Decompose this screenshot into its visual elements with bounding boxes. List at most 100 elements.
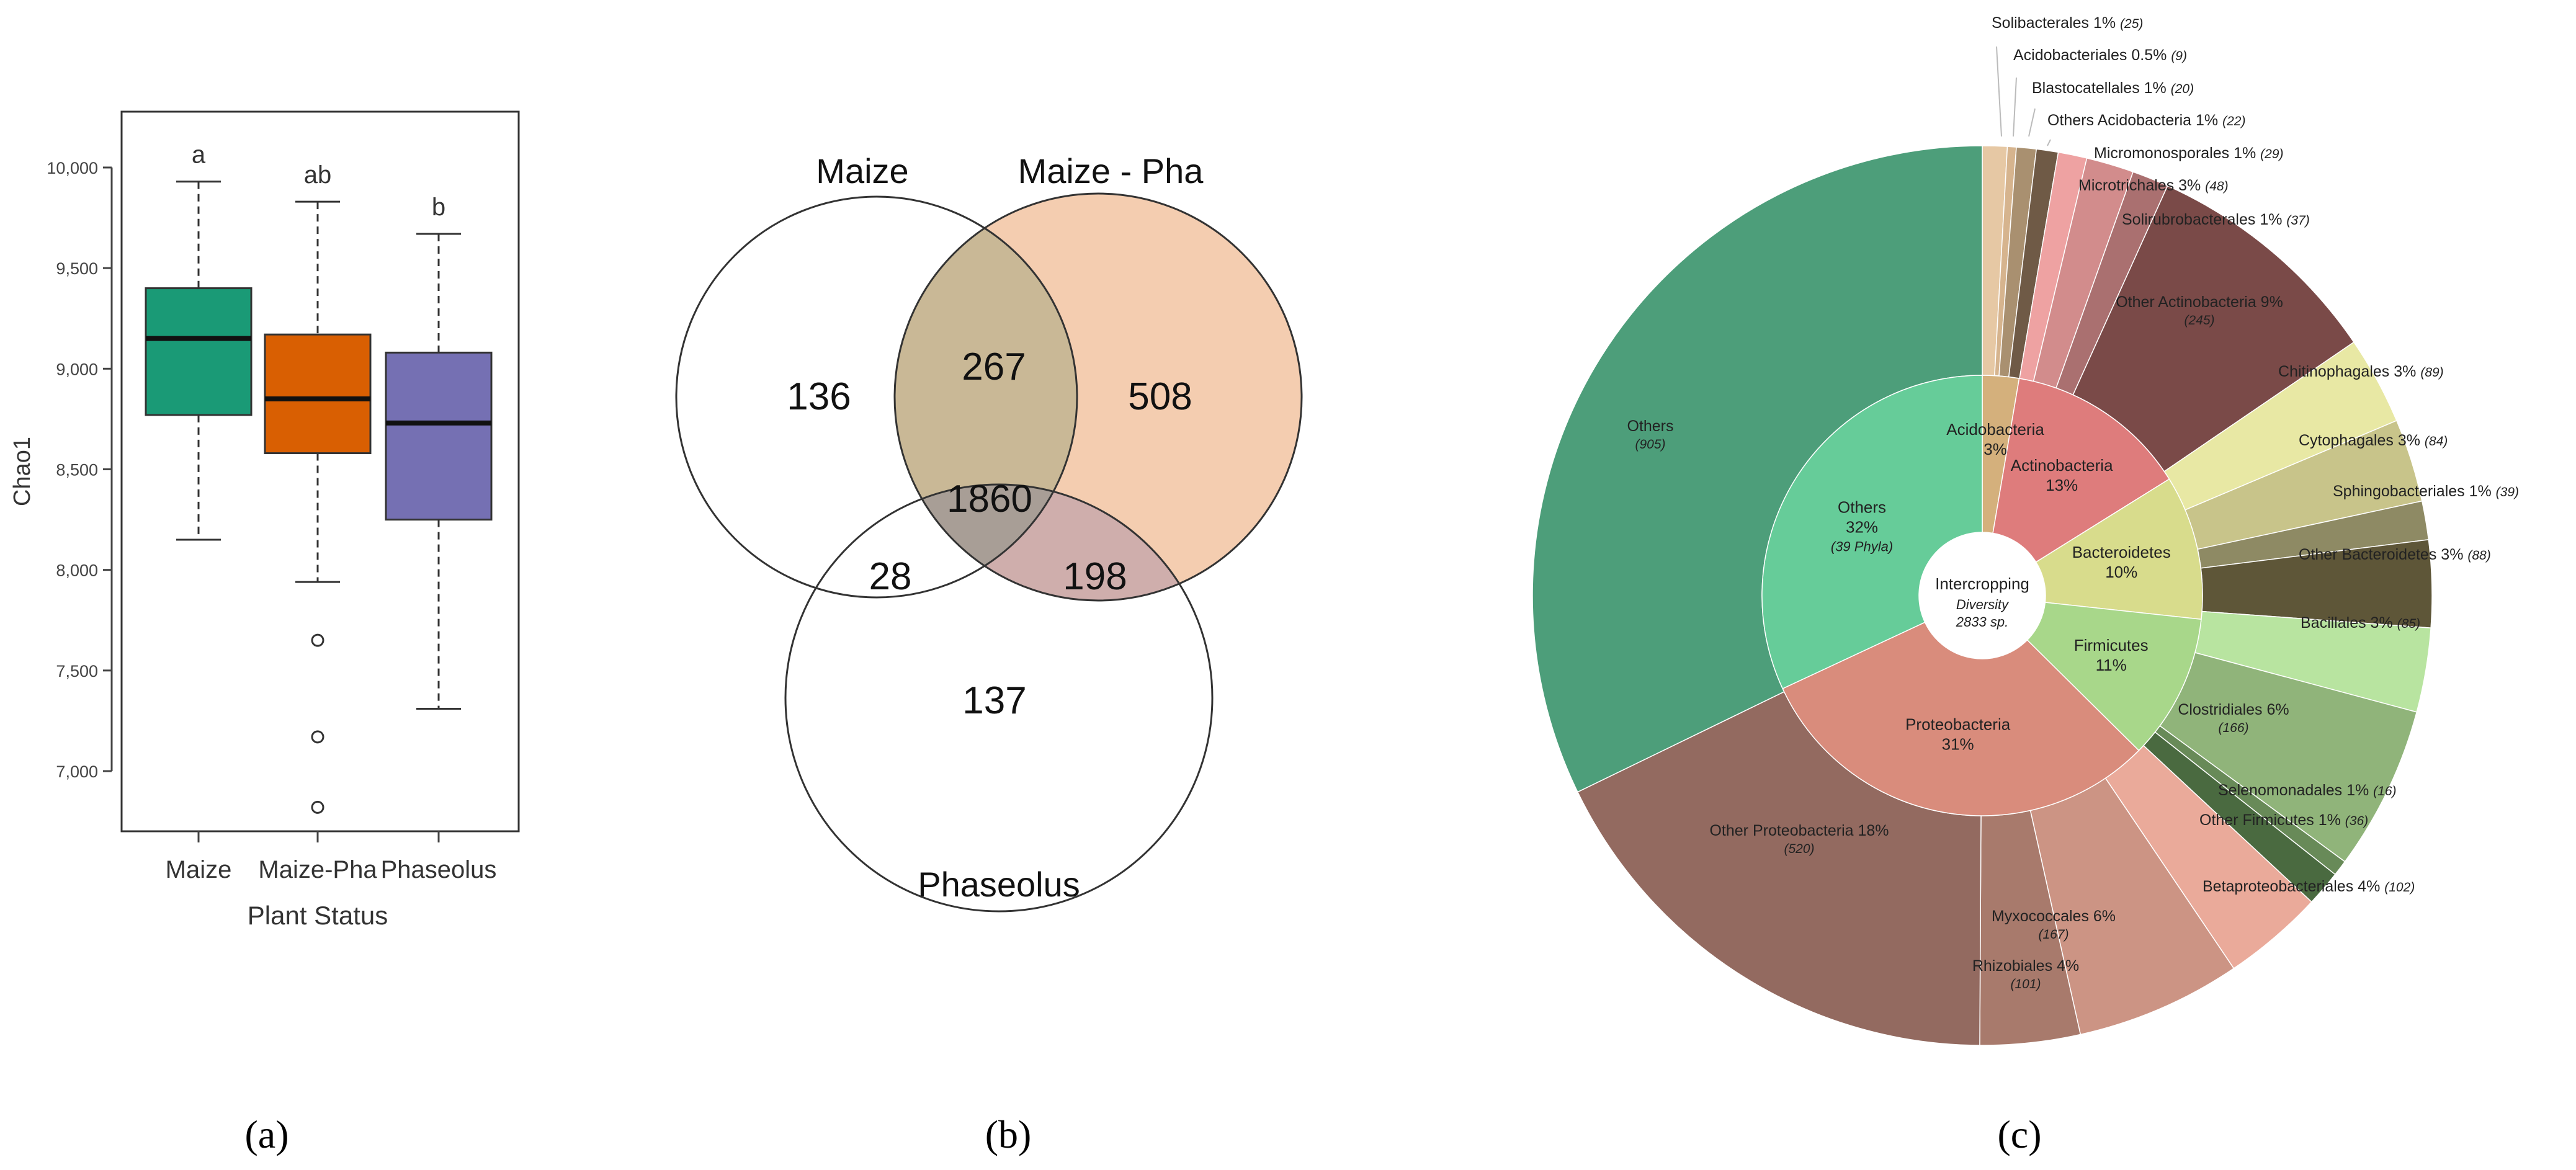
outer-label-count: (25) xyxy=(2120,17,2143,31)
y-tick-label: 8,500 xyxy=(56,461,98,480)
inner-label-pct: 32% xyxy=(1846,517,1878,536)
box-groups: a ab b xyxy=(145,141,493,814)
outer-label-name: Clostridiales 6% xyxy=(2178,701,2289,718)
sunburst-inner-ring xyxy=(1761,375,2203,816)
outer-label-leader xyxy=(2013,77,2017,137)
outer-label: Solibacterales 1% (25) xyxy=(1992,14,2143,32)
outer-label-name: Rhizobiales 4% xyxy=(1972,957,2079,975)
outer-label: Solirubrobacterales 1% (37) xyxy=(2122,211,2310,228)
outer-label-name: Chitinophagales 3% xyxy=(2278,363,2420,380)
outer-label-name: Blastocatellales 1% xyxy=(2032,79,2171,97)
outer-label-count: (101) xyxy=(2010,977,2041,991)
outer-label: Chitinophagales 3% (89) xyxy=(2278,363,2444,380)
sunburst-outer-labels: Solibacterales 1% (25) Acidobacteriales 0… xyxy=(1627,14,2519,991)
venn-set-label-phaseolus: Phaseolus xyxy=(918,865,1080,904)
panel-letter-c: (c) xyxy=(1997,1112,2041,1156)
outer-label: Acidobacteriales 0.5% (9) xyxy=(2013,47,2187,64)
venn-circle-phaseolus-outline xyxy=(784,483,1214,913)
inner-label-name: Bacteroidetes xyxy=(2072,543,2171,561)
sunburst-center-subtitle: Diversity xyxy=(1956,597,2010,612)
outer-label-leader xyxy=(2047,139,2051,146)
outer-label-count: (102) xyxy=(2384,880,2415,895)
sunburst-outer-ring xyxy=(1532,145,2433,1046)
outer-label-count: (9) xyxy=(2171,49,2187,63)
outer-label-name: Sphingobacteriales 1% xyxy=(2333,483,2496,500)
outer-label-name: Myxococcales 6% xyxy=(1992,908,2116,925)
venn-circle-maize-outline xyxy=(675,195,1078,599)
outer-label-count: (16) xyxy=(2373,784,2396,798)
x-tick-label: Maize xyxy=(166,856,232,883)
sunburst-center-title: Intercropping xyxy=(1935,574,2029,593)
panel-c-sunburst: Intercropping Diversity 2833 sp. Acidoba… xyxy=(1532,14,2519,1046)
venn-count-maize-maizepha: 267 xyxy=(962,346,1026,388)
outer-label-name: Micromonosporales 1% xyxy=(2094,145,2260,162)
venn-region-maizepha-phaseolus xyxy=(895,485,1212,601)
outer-label: Micromonosporales 1% (29) xyxy=(2094,145,2284,162)
sunburst-center-disc xyxy=(1919,532,2046,659)
outer-label-count: (166) xyxy=(2218,721,2248,735)
outer-label-count: (167) xyxy=(2038,927,2068,942)
x-tick-label: Phaseolus xyxy=(381,856,497,883)
inner-label-pct: 10% xyxy=(2105,563,2137,581)
x-tick-label: Maize-Pha xyxy=(258,856,377,883)
panel-letter-b: (b) xyxy=(985,1112,1032,1156)
outer-label-count: (84) xyxy=(2425,434,2448,449)
y-tick-label: 7,000 xyxy=(56,762,98,781)
inner-label-name: Proteobacteria xyxy=(1905,715,2011,734)
outer-label-count: (85) xyxy=(2397,617,2420,631)
outer-label: Betaproteobacteriales 4% (102) xyxy=(2203,878,2415,895)
outer-label-count: (29) xyxy=(2260,147,2283,161)
outer-label-name: Other Proteobacteria 18% xyxy=(1709,822,1889,839)
outer-label-name: Selenomonadales 1% xyxy=(2218,782,2373,799)
outer-label-name: Others Acidobacteria 1% xyxy=(2047,112,2222,129)
box-iqr xyxy=(385,351,493,521)
box-maize: a xyxy=(145,141,253,541)
panel-letter-a: (a) xyxy=(244,1112,288,1156)
outer-label: Blastocatellales 1% (20) xyxy=(2032,79,2194,97)
outer-label-name: Solirubrobacterales 1% xyxy=(2122,211,2286,228)
inner-label-name: Acidobacteria xyxy=(1946,420,2044,439)
outer-label-name: Other Firmicutes 1% xyxy=(2199,811,2345,829)
significance-letter: a xyxy=(192,141,206,169)
outer-label-count: (905) xyxy=(1635,437,1665,452)
outer-label-count: (245) xyxy=(2184,313,2214,328)
outer-label-count: (39) xyxy=(2496,485,2519,499)
y-axis-label: Chao1 xyxy=(9,437,35,506)
outer-label-name: Acidobacteriales 0.5% xyxy=(2013,47,2171,64)
outer-label-count: (88) xyxy=(2467,548,2490,563)
x-axis-label: Plant Status xyxy=(248,901,388,930)
outer-label: Cytophagales 3% (84) xyxy=(2299,432,2448,449)
outer-label-count: (37) xyxy=(2286,213,2309,228)
venn-set-label-maize-pha: Maize - Pha xyxy=(1018,151,1204,190)
venn-count-maize-only: 136 xyxy=(787,375,851,418)
venn-set-label-maize: Maize xyxy=(816,151,908,190)
outer-label-count: (48) xyxy=(2205,179,2228,194)
outer-label-count: (520) xyxy=(1784,842,1814,856)
outer-label-name: Others xyxy=(1627,418,1673,435)
venn-count-maizepha-phaseolus: 198 xyxy=(1063,555,1127,598)
outer-label-count: (89) xyxy=(2420,365,2443,380)
inner-label-name: Firmicutes xyxy=(2074,636,2149,654)
outer-label-name: Betaproteobacteriales 4% xyxy=(2203,878,2384,895)
inner-label-name: Others xyxy=(1838,498,1886,516)
significance-letter: ab xyxy=(304,161,332,189)
outer-label: Sphingobacteriales 1% (39) xyxy=(2333,483,2519,500)
venn-count-maize-phaseolus: 28 xyxy=(869,555,912,598)
outer-label-name: Bacillales 3% xyxy=(2301,614,2397,632)
box-iqr xyxy=(145,287,253,416)
inner-label-pct: 13% xyxy=(2046,476,2078,494)
outer-label-count: (36) xyxy=(2345,814,2368,828)
significance-letter: b xyxy=(432,194,445,221)
y-tick-label: 9,500 xyxy=(56,259,98,278)
inner-label-pct: 3% xyxy=(1983,440,2007,458)
outlier-point xyxy=(311,800,324,814)
y-tick-label: 8,000 xyxy=(56,561,98,580)
inner-label-name: Actinobacteria xyxy=(2011,456,2113,475)
box-iqr xyxy=(264,333,372,455)
outer-label-name: Cytophagales 3% xyxy=(2299,432,2425,449)
sunburst-center-subtitle2: 2833 sp. xyxy=(1956,614,2008,630)
